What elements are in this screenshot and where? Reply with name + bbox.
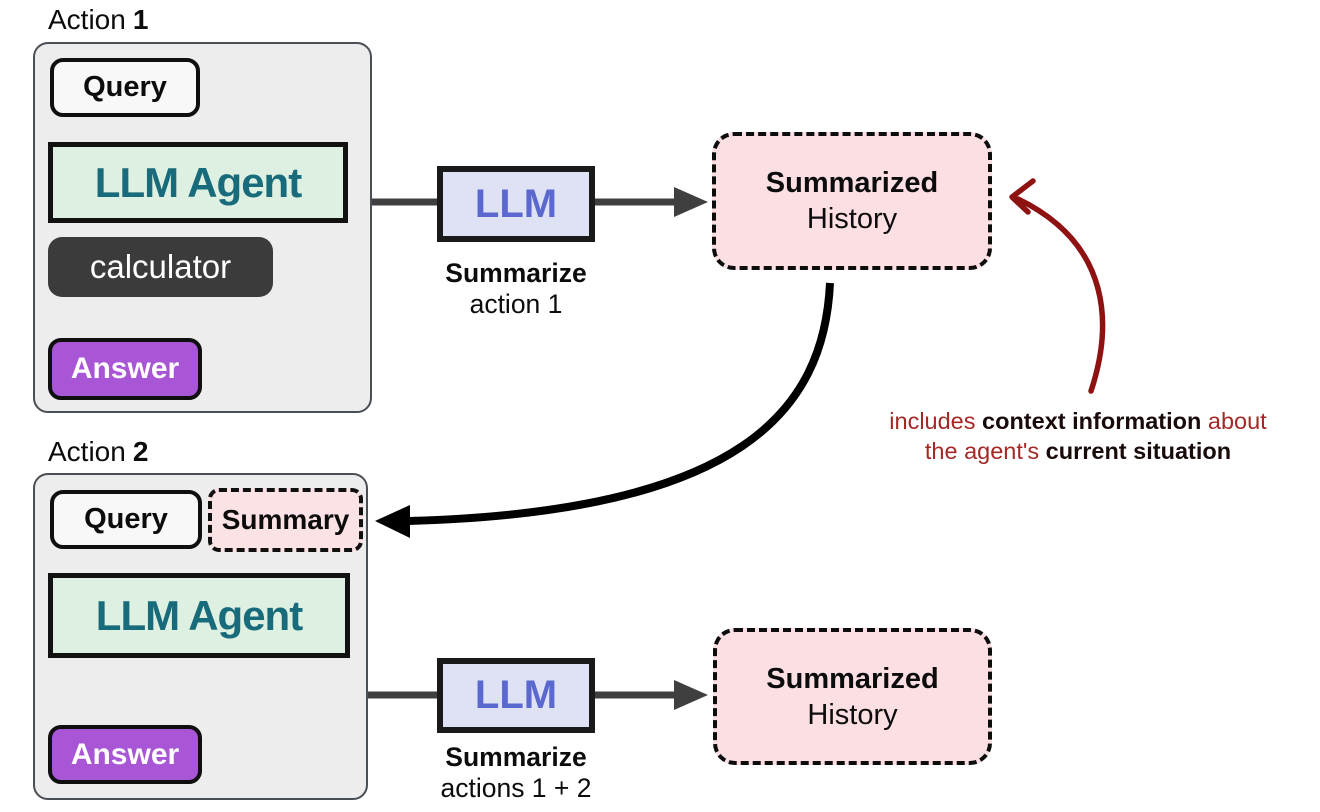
context-annotation-line2: the agent's current situation <box>924 438 1232 464</box>
arrowhead-llm1-to-history1 <box>674 187 708 217</box>
action2-summary-label: Summary <box>221 504 350 535</box>
summarized-history1-line2: History <box>806 203 898 235</box>
llm-summarizer2-label: LLM <box>474 673 558 717</box>
action1-calculator-label: calculator <box>89 248 232 285</box>
action2-query-node: Query <box>50 490 202 549</box>
summarized-history1-node: Summarized History <box>712 132 992 270</box>
summarized-history2-line1: Summarized <box>766 662 939 695</box>
arrowhead-annotation-to-history1 <box>1009 178 1036 215</box>
action1-query-label: Query <box>83 71 167 103</box>
action2-label-number: 2 <box>132 436 149 467</box>
action2-query-label: Query <box>84 503 168 535</box>
action2-answer-label: Answer <box>70 737 180 771</box>
context-annotation-line1: includes context information about <box>889 408 1267 434</box>
llm-summarizer2-node: LLM <box>437 658 595 733</box>
action2-llm-agent-node: LLM Agent <box>48 573 350 658</box>
summarize2-caption-sub: actions 1 + 2 <box>440 773 592 803</box>
action1-calculator-node: calculator <box>48 237 273 297</box>
action1-answer-node: Answer <box>48 338 202 400</box>
summarized-history2-line2: History <box>807 698 898 731</box>
summarize1-caption: Summarize action 1 <box>406 258 626 320</box>
summarize1-caption-sub: action 1 <box>469 289 563 319</box>
action2-summary-node: Summary <box>208 488 363 552</box>
action2-answer-node: Answer <box>48 725 202 784</box>
summarize1-caption-bold: Summarize <box>445 258 587 288</box>
action1-label-text: Action <box>48 4 126 35</box>
summarize2-caption: Summarize actions 1 + 2 <box>406 742 626 804</box>
arrowhead-history1-to-summary <box>375 505 410 538</box>
summarized-history2-node: Summarized History <box>713 628 992 765</box>
summarize2-caption-bold: Summarize <box>445 742 587 772</box>
action1-llm-agent-label: LLM Agent <box>94 158 302 206</box>
action1-answer-label: Answer <box>70 352 180 385</box>
curve-annotation-to-history1 <box>1015 196 1106 394</box>
llm-summarizer1-label: LLM <box>474 181 558 226</box>
summarized-history1-line1: Summarized <box>765 167 939 199</box>
arrowhead-llm2-to-history2 <box>674 680 708 710</box>
action1-label-number: 1 <box>132 4 149 35</box>
llm-summarizer1-node: LLM <box>437 166 595 242</box>
action1-query-node: Query <box>50 58 200 117</box>
action2-label-text: Action <box>48 436 126 467</box>
curve-history1-to-summary <box>407 282 834 525</box>
action2-llm-agent-label: LLM Agent <box>95 591 303 639</box>
action1-llm-agent-node: LLM Agent <box>48 142 348 223</box>
context-annotation: includes context information about the a… <box>818 406 1320 466</box>
